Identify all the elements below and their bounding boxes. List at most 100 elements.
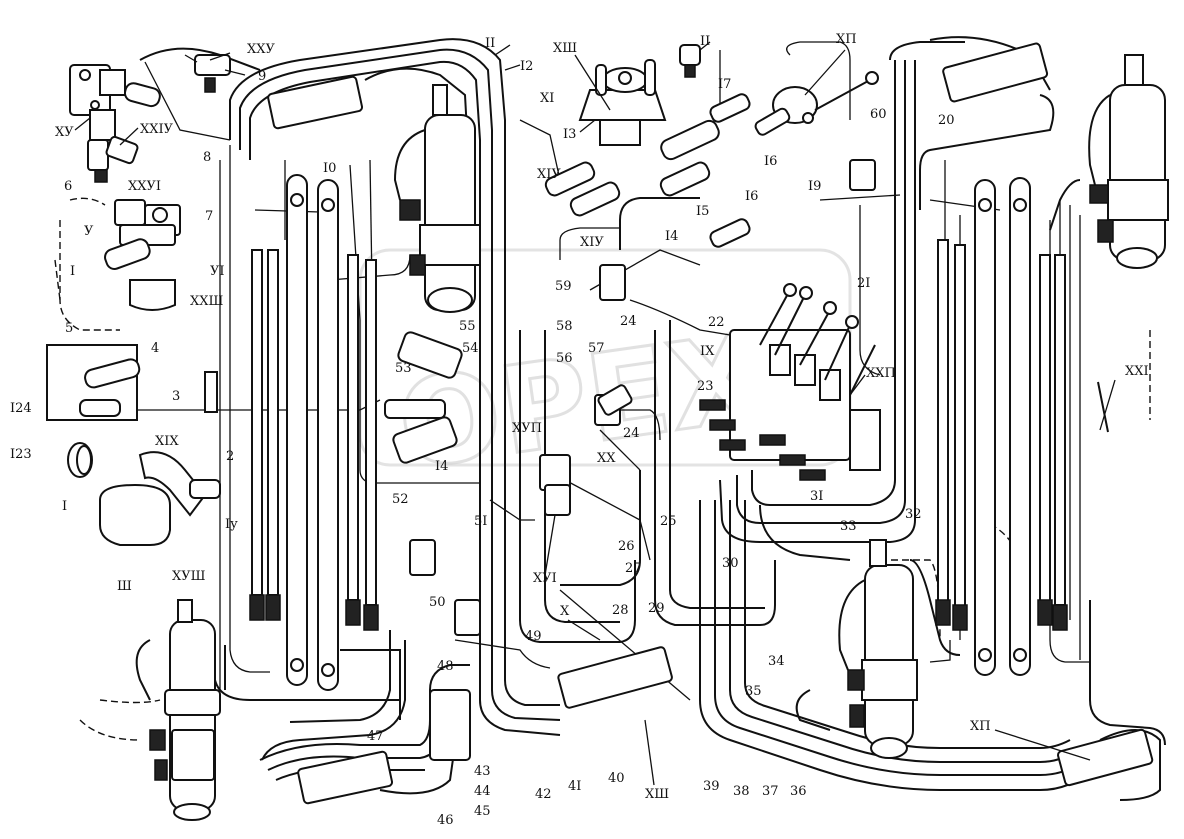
label-43: 43 <box>474 764 491 779</box>
label-32: 32 <box>905 507 922 522</box>
label-52: 52 <box>392 492 409 507</box>
label-16b: I6 <box>764 154 777 169</box>
label-25: 25 <box>660 514 677 529</box>
label-r-xiv1: XIУ <box>537 167 561 182</box>
label-13: I3 <box>563 127 576 142</box>
label-26: 26 <box>618 539 635 554</box>
label-48: 48 <box>437 659 454 674</box>
label-r-xviii: XУШ <box>172 569 206 584</box>
label-14a: I4 <box>665 229 678 244</box>
label-r-xxii: XXП <box>866 366 896 381</box>
label-14b: I4 <box>435 459 448 474</box>
label-24a: 24 <box>620 314 637 329</box>
label-r-xxi: XXI <box>1125 364 1149 379</box>
label-47: 47 <box>367 729 384 744</box>
label-r-xxiii: XXШ <box>190 294 224 309</box>
label-r-xiv2: XIУ <box>580 235 604 250</box>
label-8: 8 <box>203 150 211 165</box>
valve-13 <box>578 59 667 146</box>
label-r-xix: XIX <box>155 434 179 449</box>
label-9: 9 <box>258 69 266 84</box>
label-r-ix: IX <box>700 344 715 359</box>
label-r-i1: I <box>70 264 75 279</box>
label-21: 2I <box>857 276 870 291</box>
pump-7 <box>104 199 181 311</box>
label-124: I24 <box>10 401 32 416</box>
label-5: 5 <box>65 321 73 336</box>
label-38: 38 <box>733 784 750 799</box>
label-r-ii: II <box>700 34 710 49</box>
label-36: 36 <box>790 784 807 799</box>
label-24b: 24 <box>623 426 640 441</box>
label-r-vi: УI <box>210 264 225 279</box>
reservoir-box-5 <box>46 344 218 421</box>
label-r-x: X <box>560 604 570 619</box>
label-44: 44 <box>474 784 491 799</box>
label-r-i2: I <box>62 499 67 514</box>
label-41: 4I <box>568 779 581 794</box>
label-r-xi: XI <box>540 91 554 106</box>
accumulator-left-bottom <box>149 599 221 821</box>
fittings <box>384 44 879 636</box>
label-57: 57 <box>588 341 605 356</box>
label-60: 60 <box>870 107 887 122</box>
label-34: 34 <box>768 654 785 669</box>
fitting-9 <box>184 54 231 93</box>
label-r-xxvi: XXУI <box>128 179 161 194</box>
label-56: 56 <box>556 351 573 366</box>
label-2: 2 <box>226 449 234 464</box>
label-r-xxv: XXУ <box>247 42 276 57</box>
label-6: 6 <box>64 179 72 194</box>
label-r-xxiv: XXIУ <box>140 122 174 137</box>
label-123: I23 <box>10 447 32 462</box>
label-3: 3 <box>172 389 180 404</box>
label-55: 55 <box>459 319 476 334</box>
label-51: 5I <box>474 514 487 529</box>
accumulator-top-right <box>1088 54 1169 269</box>
manifold-blocks <box>267 42 1154 805</box>
label-29: 29 <box>648 601 665 616</box>
label-r-xiii1: XШ <box>553 41 577 56</box>
label-11: II <box>485 36 495 51</box>
label-39: 39 <box>703 779 720 794</box>
label-23: 23 <box>697 379 714 394</box>
label-16a: I6 <box>745 189 758 204</box>
label-53: 53 <box>395 361 412 376</box>
control-valve-block <box>699 283 881 481</box>
label-r-xx: XX <box>597 451 616 466</box>
label-r-xii2: XП <box>970 719 991 734</box>
label-20: 20 <box>938 113 955 128</box>
label-r-xii1: XП <box>836 32 857 47</box>
label-30: 30 <box>722 556 739 571</box>
label-49: 49 <box>525 629 542 644</box>
label-r-iv: Iу <box>225 517 238 532</box>
tie-straps <box>286 174 1031 691</box>
hose-pairs <box>249 239 1068 631</box>
callout-labels: XXУ 9 XУ XXIУ 6 XXУI 8 У 7 УI I XXШ 5 4 … <box>10 32 1149 828</box>
label-r-iii: Ш <box>117 579 132 594</box>
label-r-xvi: XУI <box>533 571 557 586</box>
label-59: 59 <box>555 279 572 294</box>
fitting-6 <box>94 135 139 183</box>
label-54: 54 <box>462 341 479 356</box>
label-10: I0 <box>323 161 336 176</box>
label-15: I5 <box>696 204 709 219</box>
label-50: 50 <box>429 595 446 610</box>
label-r-v: У <box>84 224 94 239</box>
label-42: 42 <box>535 787 552 802</box>
label-r-xvii: XУП <box>512 421 542 436</box>
label-37: 37 <box>762 784 779 799</box>
label-r-xiii2: XШ <box>645 787 669 802</box>
label-17: I7 <box>718 77 731 92</box>
label-28: 28 <box>612 603 629 618</box>
label-12: I2 <box>520 59 533 74</box>
label-33: 33 <box>840 519 857 534</box>
filter-cap-124 <box>67 442 93 478</box>
label-45: 45 <box>474 804 491 819</box>
label-19: I9 <box>808 179 821 194</box>
label-46: 46 <box>437 813 454 828</box>
label-22: 22 <box>708 315 725 330</box>
strainer-left <box>99 451 221 546</box>
label-31: 3I <box>810 489 823 504</box>
